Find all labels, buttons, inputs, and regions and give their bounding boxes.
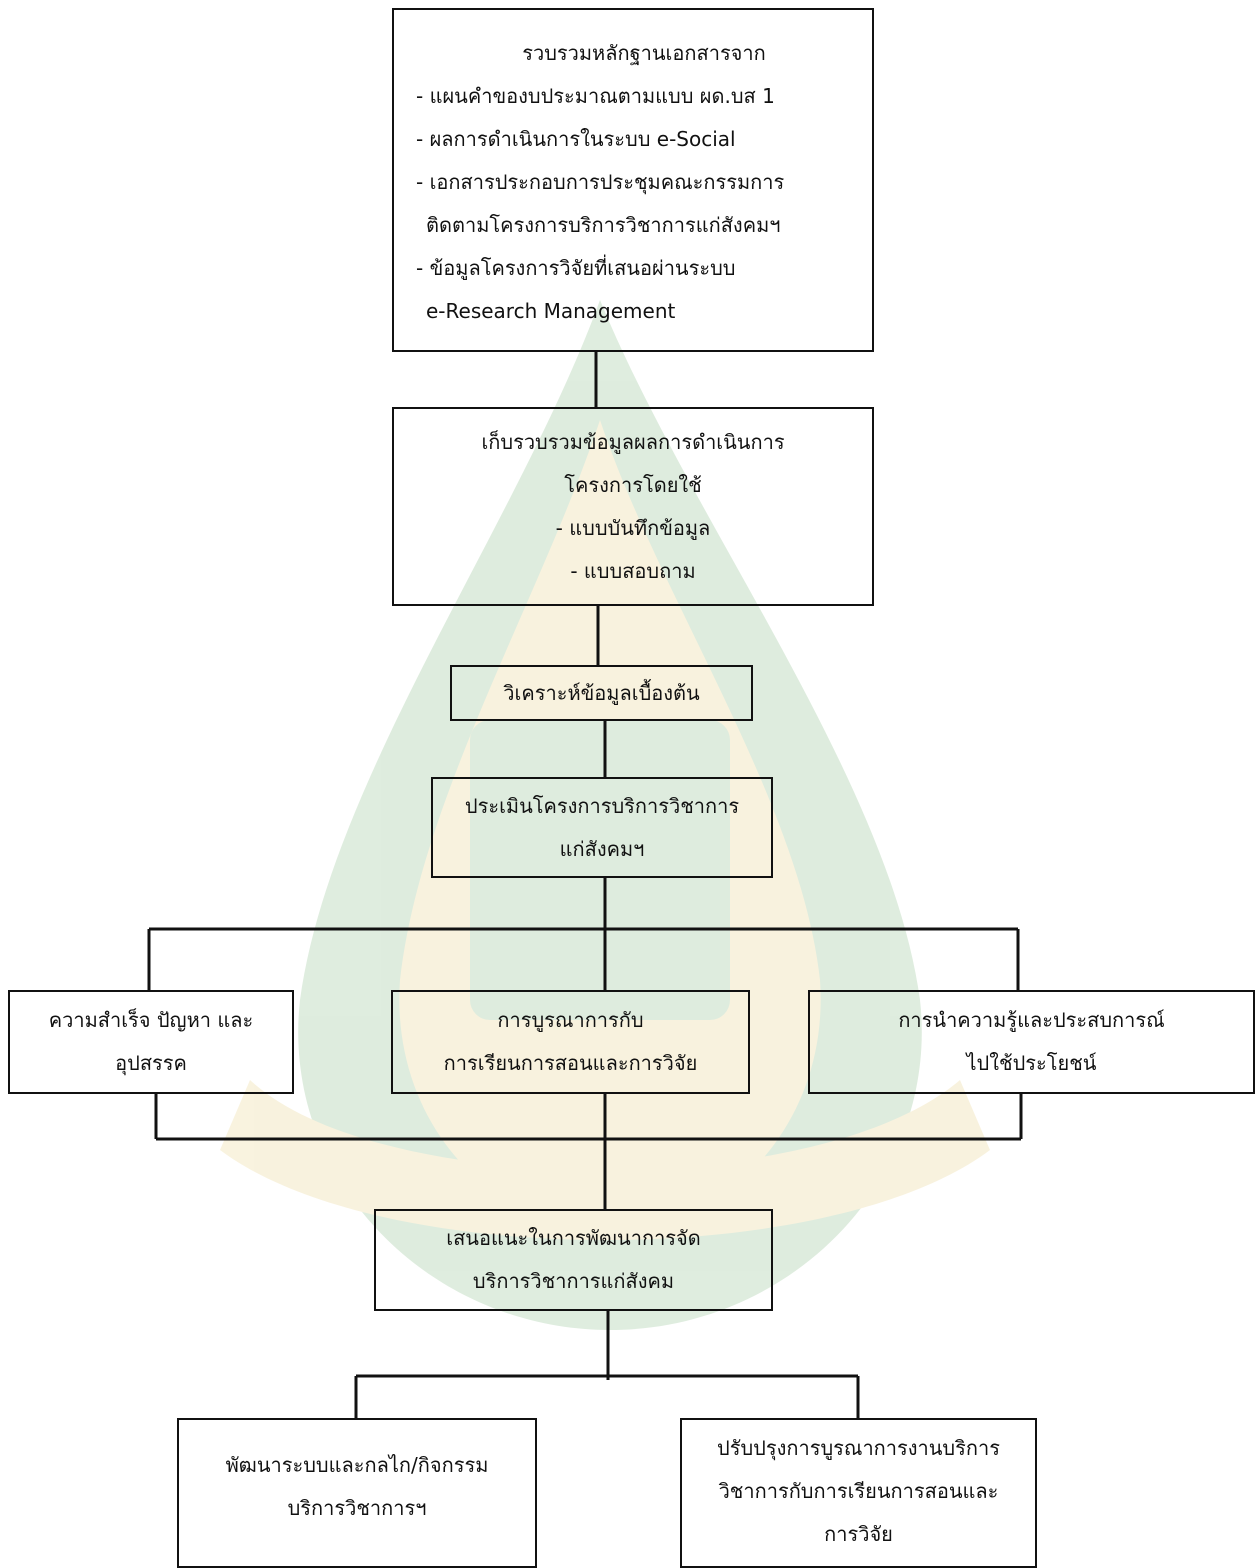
sources-item-research-data-cont: e-Research Management xyxy=(426,298,676,323)
box-improve-integration: ปรับปรุงการบูรณาการงานบริการ วิชาการกับก… xyxy=(680,1418,1037,1568)
suggest-line-2: บริการวิชาการแก่สังคม xyxy=(472,1269,675,1293)
sources-item-meeting-docs: - เอกสารประกอบการประชุมคณะกรรมการ xyxy=(416,169,785,194)
success-line-2: อุปสรรค xyxy=(115,1051,187,1075)
box-integration: การบูรณาการกับ การเรียนการสอนและการวิจัย xyxy=(391,990,750,1094)
sources-item-meeting-docs-cont: ติดตามโครงการบริการวิชาการแก่สังคมฯ xyxy=(426,212,781,237)
improve-line-2: วิชาการกับการเรียนการสอนและ xyxy=(718,1478,999,1503)
box-success-problems: ความสำเร็จ ปัญหา และ อุปสรรค xyxy=(8,990,294,1094)
box-knowledge-application: การนำความรู้และประสบการณ์ ไปใช้ประโยชน์ xyxy=(808,990,1255,1094)
integration-line-1: การบูรณาการกับ xyxy=(497,1008,644,1032)
evaluate-line-1: ประเมินโครงการบริการวิชาการ xyxy=(464,793,740,818)
improve-line-3: การวิจัย xyxy=(824,1521,893,1546)
box-preliminary-analysis: วิเคราะห์ข้อมูลเบื้องต้น xyxy=(450,665,753,721)
box-data-collection: เก็บรวบรวมข้อมูลผลการดำเนินการ โครงการโด… xyxy=(392,407,874,606)
improve-line-1: ปรับปรุงการบูรณาการงานบริการ xyxy=(717,1435,1000,1460)
develop-line-1: พัฒนาระบบและกลไก/กิจกรรม xyxy=(225,1453,489,1477)
application-line-1: การนำความรู้และประสบการณ์ xyxy=(898,1008,1165,1032)
sources-item-esocial: - ผลการดำเนินการในระบบ e-Social xyxy=(416,126,736,151)
success-line-1: ความสำเร็จ ปัญหา และ xyxy=(48,1008,254,1032)
box-document-sources: รวบรวมหลักฐานเอกสารจาก - แผนคำของบประมาณ… xyxy=(392,8,874,352)
collect-line-1: เก็บรวบรวมข้อมูลผลการดำเนินการ xyxy=(481,429,785,454)
box-develop-system: พัฒนาระบบและกลไก/กิจกรรม บริการวิชาการฯ xyxy=(177,1418,537,1568)
box-project-evaluation: ประเมินโครงการบริการวิชาการ แก่สังคมฯ xyxy=(431,777,773,878)
evaluate-line-2: แก่สังคมฯ xyxy=(559,836,645,861)
box-development-suggestions: เสนอแนะในการพัฒนาการจัด บริการวิชาการแก่… xyxy=(374,1209,773,1311)
collect-tool-record-form: - แบบบันทึกข้อมูล xyxy=(555,515,711,540)
collect-line-2: โครงการโดยใช้ xyxy=(564,472,702,497)
analyze-label: วิเคราะห์ข้อมูลเบื้องต้น xyxy=(503,680,700,705)
develop-line-2: บริการวิชาการฯ xyxy=(287,1496,427,1520)
sources-heading: รวบรวมหลักฐานเอกสารจาก xyxy=(522,40,766,65)
suggest-line-1: เสนอแนะในการพัฒนาการจัด xyxy=(446,1226,701,1250)
sources-item-research-data: - ข้อมูลโครงการวิจัยที่เสนอผ่านระบบ xyxy=(416,255,736,280)
application-line-2: ไปใช้ประโยชน์ xyxy=(966,1051,1097,1075)
integration-line-2: การเรียนการสอนและการวิจัย xyxy=(443,1051,698,1075)
sources-item-budget-plan: - แผนคำของบประมาณตามแบบ ผด.บส 1 xyxy=(416,83,775,108)
collect-tool-questionnaire: - แบบสอบถาม xyxy=(570,558,696,583)
